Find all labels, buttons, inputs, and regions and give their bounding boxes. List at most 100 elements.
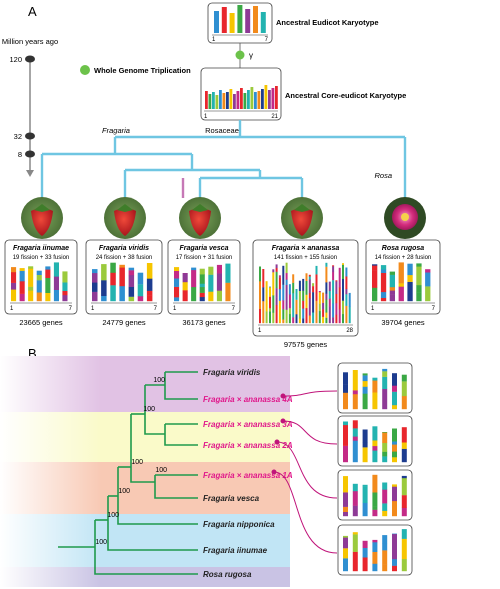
chromosome-segment (380, 272, 387, 293)
chromosome-segment (146, 263, 153, 279)
chromosome-segment (128, 296, 135, 302)
chromosome-segment (208, 274, 214, 292)
chromosome-segment (272, 312, 275, 324)
chromosome-segment (382, 432, 388, 443)
chromosome-segment (332, 271, 335, 281)
chromosome-segment (372, 426, 378, 441)
chromosome-bar (222, 93, 226, 109)
chromosome-segment (191, 286, 197, 302)
chromosome-segment (382, 550, 388, 565)
chromosome-segment (401, 559, 407, 572)
chromosome-segment (392, 373, 397, 386)
chromosome-segment (278, 275, 281, 278)
bootstrap-value: 100 (131, 459, 143, 466)
eudicot-range-end: 7 (265, 37, 269, 43)
chromosome-segment (302, 278, 305, 291)
chromosome-segment (401, 529, 407, 539)
chromosome-segment (278, 300, 281, 324)
subgenome-connectors (271, 390, 338, 554)
chromosome-segment (315, 274, 318, 301)
chromosome-segment (262, 269, 265, 288)
chromosome-segment (137, 296, 144, 302)
chromosome-segment (322, 302, 325, 310)
wgt-legend-label: Whole Genome Triplication (94, 66, 191, 75)
timescale-tick-label: 32 (14, 132, 22, 141)
chromosome-segment (416, 266, 422, 286)
chromosome-segment (343, 506, 348, 512)
subgenome-link (282, 420, 338, 445)
chromosome-segment (322, 292, 325, 303)
chromosome-bar (260, 12, 266, 33)
chromosome-segment (101, 280, 107, 296)
chromosome-segment (362, 557, 368, 572)
chromosome-segment (308, 315, 311, 324)
chromosome-segment (362, 486, 368, 503)
species-range-start: 1 (258, 328, 262, 334)
chromosome-segment (372, 506, 378, 510)
chromosome-segment (262, 287, 265, 302)
chromosome-segment (335, 314, 338, 324)
chromosome-segment (92, 291, 98, 302)
chromosome-segment (278, 289, 281, 301)
chromosome-segment (335, 302, 338, 315)
chromosome-segment (45, 277, 51, 293)
timescale-arrow-icon (26, 170, 34, 177)
chromosome-segment (295, 289, 298, 300)
chromosome-bar (229, 13, 235, 33)
chromosome-segment (407, 263, 413, 276)
chromosome-segment (315, 265, 318, 275)
chromosome-segment (288, 313, 291, 324)
chromosome-segment (62, 271, 68, 283)
chromosome-segment (282, 265, 285, 285)
chromosome-segment (398, 274, 404, 284)
chromosome-bar (247, 90, 250, 109)
chromosome-segment (269, 287, 271, 297)
chromosome-segment (128, 286, 135, 297)
chromosome-segment (389, 294, 395, 302)
species-range-end: 28 (346, 328, 353, 334)
chromosome-segment (216, 273, 222, 291)
chromosome-segment (372, 388, 378, 393)
chromosome-segment (401, 442, 407, 449)
subgenome-link (273, 471, 338, 554)
chromosome-segment (225, 282, 231, 302)
chromosome-segment (45, 269, 51, 278)
gamma-label: γ (249, 51, 253, 60)
chromosome-segment (398, 283, 404, 287)
chromosome-segment (382, 564, 388, 572)
chromosome-segment (208, 266, 214, 275)
species-gene-count: 23665 genes (19, 318, 63, 327)
bootstrap-value: 100 (95, 539, 107, 546)
chromosome-bar (257, 91, 261, 109)
chromosome-segment (298, 318, 301, 324)
chromosome-segment (315, 300, 318, 324)
bootstrap-labels: 100 100 100 100 100 100 100 (95, 377, 167, 546)
chromosome-bar (221, 7, 227, 33)
chromosome-segment (352, 532, 358, 535)
chromosome-segment (332, 280, 335, 304)
chromosome-segment (362, 442, 368, 448)
chromosome-segment (352, 370, 358, 391)
chromosome-segment (362, 393, 368, 400)
species-name: Fragaria viridis (99, 245, 149, 252)
chromosome-segment (325, 262, 328, 267)
chromosome-segment (174, 286, 180, 298)
chromosome-segment (119, 267, 125, 287)
chromosome-bar (275, 86, 278, 109)
chromosome-segment (343, 476, 348, 493)
chromosome-segment (352, 551, 358, 572)
chromosome-segment (275, 288, 278, 298)
chromosome-segment (362, 386, 368, 394)
chromosome-segment (199, 268, 205, 275)
chromosome-segment (265, 295, 268, 312)
chromosome-segment (308, 279, 311, 294)
chromosome-segment (137, 284, 144, 297)
chromosome-segment (362, 540, 368, 548)
chromosome-segment (392, 559, 397, 566)
chromosome-segment (343, 424, 348, 446)
chromosome-segment (343, 392, 348, 410)
chromosome-segment (28, 286, 34, 291)
